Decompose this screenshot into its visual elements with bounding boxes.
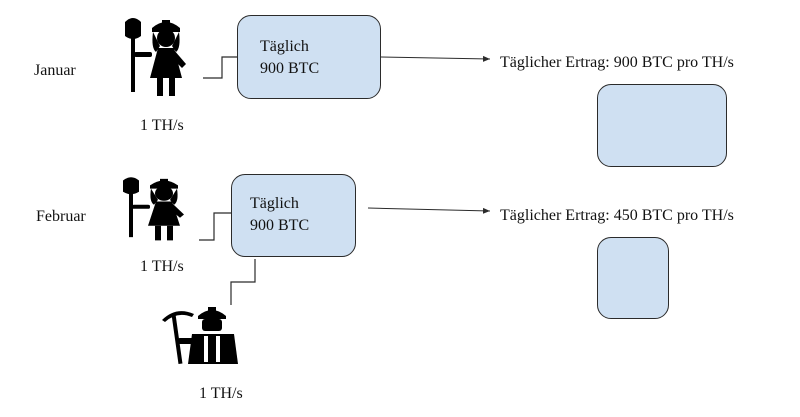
month-label-january: Januar	[34, 62, 76, 79]
male-miner-with-pickaxe-icon	[162, 307, 238, 365]
feb-yield-text: Täglicher Ertrag: 450 BTC pro TH/s	[500, 207, 734, 224]
female-miner-with-shovel-icon	[123, 177, 184, 241]
jan-yield-text: Täglicher Ertrag: 900 BTC pro TH/s	[500, 54, 734, 71]
month-label-february: Februar	[36, 208, 86, 225]
jan-yield-box	[597, 84, 727, 167]
feb-arrow-icon	[367, 207, 491, 214]
jan-miner-connector	[203, 56, 237, 79]
jan-pool-line1: Täglich	[260, 38, 309, 55]
female-miner-with-shovel-icon	[125, 18, 186, 96]
feb-pool-line1: Täglich	[250, 195, 299, 212]
feb-miner1-hashrate: 1 TH/s	[140, 258, 184, 275]
feb-miner2-hashrate: 1 TH/s	[199, 385, 243, 402]
feb-yield-box	[597, 237, 669, 319]
feb-miner1-connector	[199, 212, 231, 241]
feb-miner2-connector	[230, 259, 256, 305]
feb-pool-box: Täglich 900 BTC	[231, 174, 356, 257]
jan-pool-line2: 900 BTC	[260, 59, 320, 77]
feb-pool-line2: 900 BTC	[250, 216, 310, 234]
jan-miner-hashrate: 1 TH/s	[140, 117, 184, 134]
jan-pool-box: Täglich 900 BTC	[237, 15, 381, 99]
jan-arrow-icon	[380, 55, 491, 62]
